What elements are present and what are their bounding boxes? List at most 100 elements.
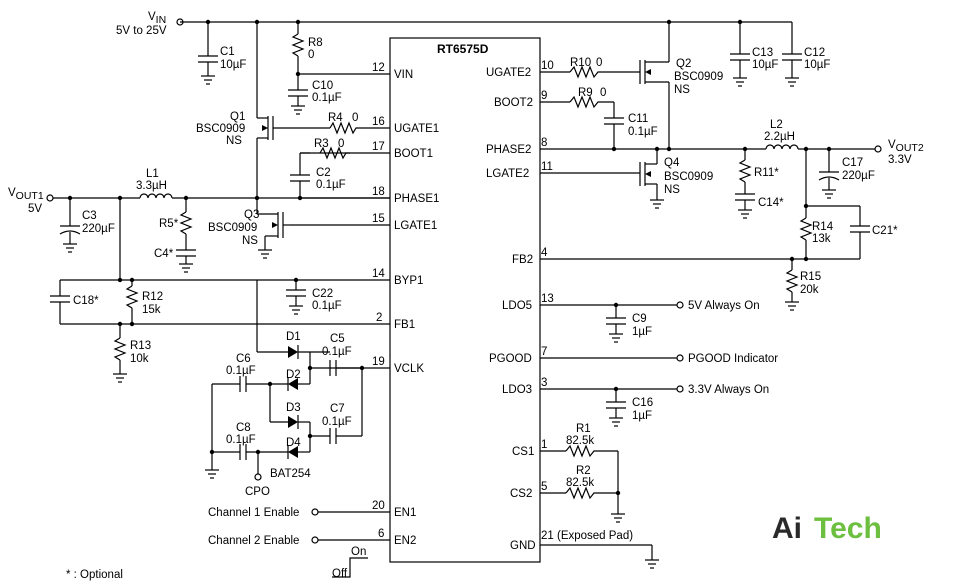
svg-text:C1: C1 [220,46,235,58]
pin-num-vin: 12 [372,62,385,74]
capacitor-c10: C10 0.1µF [288,80,342,115]
capacitor-c8: C8 0.1µF [205,384,288,479]
ldo3-output: C16 1µF 3.3V Always On [606,384,769,427]
chip-rt6575d: RT6575D 12 VIN 16 UGATE1 17 BOOT1 18 PHA… [60,37,860,563]
channel-2-enable-label: Channel 2 Enable [208,535,299,547]
capacitor-c4: C4* [154,248,196,273]
svg-text:BSC0909: BSC0909 [674,71,723,83]
resistor-r1: R1 82.5k [565,423,619,514]
pin-num-en2: 6 [378,528,384,540]
svg-text:15k: 15k [142,304,161,316]
svg-text:Q3: Q3 [244,209,259,221]
pin-name-cs2: CS2 [510,488,532,500]
pin-name-boot1: BOOT1 [394,148,433,160]
enable-inputs: Channel 1 Enable Channel 2 Enable On Off [208,507,368,580]
svg-text:82.5k: 82.5k [566,435,594,447]
cpo-label: CPO [245,486,270,498]
svg-text:BSC0909: BSC0909 [196,123,245,135]
capacitor-c9-ref: C9 [632,313,647,325]
pin-num-ldo3: 3 [541,377,547,389]
svg-text:C22: C22 [312,288,333,300]
resistor-r12: R12 15k [117,198,163,327]
diode-d1: D1 [286,331,330,359]
svg-text:C17: C17 [842,157,863,169]
resistor-r3: R3 0 [300,138,350,160]
svg-text:L2: L2 [770,119,783,131]
pin-num-boot2: 9 [541,90,547,102]
inductor-l2: L2 2.2µH [745,119,875,152]
pin-name-ldo3: LDO3 [502,384,532,396]
pin-name-byp1: BYP1 [394,275,423,287]
svg-text:C7: C7 [330,403,345,415]
svg-text:220µF: 220µF [842,170,875,182]
pin-name-pgood: PGOOD [489,353,532,365]
svg-text:C8: C8 [236,422,251,434]
pin-name-ugate2: UGATE2 [486,67,531,79]
svg-text:0.1µF: 0.1µF [226,434,256,446]
vout1-value: 5V [28,203,42,215]
capacitor-c5: C5 0.1µF [307,333,362,376]
pin-name-lgate1: LGATE1 [394,220,437,232]
pin-name-fb1: FB1 [394,319,415,331]
capacitor-c7: C7 0.1µF [307,365,365,444]
ldo3-label: 3.3V Always On [688,384,769,396]
svg-text:R3: R3 [314,138,329,150]
on-label: On [351,546,366,558]
resistor-r2: R2 82.5k [565,465,625,523]
vin-range: 5V to 25V [116,25,167,37]
svg-text:10k: 10k [130,353,149,365]
svg-text:Q2: Q2 [676,58,691,70]
inductor-l1: L1 3.3µH [136,168,173,199]
capacitor-c14: C14* [735,193,784,219]
pgood-output: PGOOD Indicator [676,353,778,365]
svg-text:10µF: 10µF [220,59,246,71]
svg-text:C11: C11 [628,113,648,125]
svg-text:R11*: R11* [754,167,779,179]
pin-num-byp1: 14 [372,268,385,280]
pin-num-fb1: 2 [376,312,382,324]
pin-name-fb2: FB2 [512,254,533,266]
svg-text:C12: C12 [804,47,825,59]
pin-name-en2: EN2 [394,535,416,547]
svg-text:C5: C5 [330,333,345,345]
resistor-r5: R5* [159,198,193,250]
svg-text:BAT254: BAT254 [270,468,311,480]
svg-text:NS: NS [226,135,242,147]
right-pins: 10 UGATE2 9 BOOT2 8 PHASE2 11 LGATE2 4 F… [486,60,860,552]
svg-text:0.1µF: 0.1µF [322,416,352,428]
svg-text:0.1µF: 0.1µF [226,365,256,377]
pin-name-phase1: PHASE1 [394,193,439,205]
svg-text:2.2µH: 2.2µH [764,131,795,143]
pin-num-ugate2: 10 [541,60,554,72]
svg-text:R13: R13 [130,340,151,352]
svg-text:82.5k: 82.5k [566,477,594,489]
pin-num-ldo5: 13 [541,293,554,305]
pin-name-vclk: VCLK [394,363,424,375]
capacitor-c2: C2 0.1µF [290,153,346,198]
pin-num-lgate1: 15 [372,213,385,225]
svg-text:C2: C2 [316,167,331,179]
resistor-r15: R15 20k [785,256,821,311]
pin-num-phase2: 8 [541,137,547,149]
pin-num-pgood: 7 [541,346,547,358]
pin-num-phase1: 18 [372,186,385,198]
aitech-logo: Ai Tech [772,512,882,545]
capacitor-c16-ref: C16 [632,397,653,409]
capacitor-c12: C12 10µF [782,22,830,87]
svg-text:C4*: C4* [154,248,174,260]
ldo5-output: C9 1µF 5V Always On [606,300,760,343]
svg-text:Q1: Q1 [230,111,245,123]
pin-name-vin: VIN [394,69,413,81]
svg-text:0.1µF: 0.1µF [316,179,346,191]
svg-text:R12: R12 [142,291,163,303]
resistor-r11: R11* [738,149,779,194]
vout2-label: VOUT2 [888,139,924,154]
capacitor-c18: C18* [50,280,99,324]
pin-num-cs1: 1 [541,439,547,451]
charge-pump: D1 C5 0.1µF C6 0.1µF [205,280,365,498]
svg-text:D1: D1 [286,331,301,343]
svg-text:NS: NS [242,235,258,247]
svg-text:C21*: C21* [872,225,898,237]
pin-name-boot2: BOOT2 [494,97,533,109]
svg-text:0.1µF: 0.1µF [312,300,342,312]
